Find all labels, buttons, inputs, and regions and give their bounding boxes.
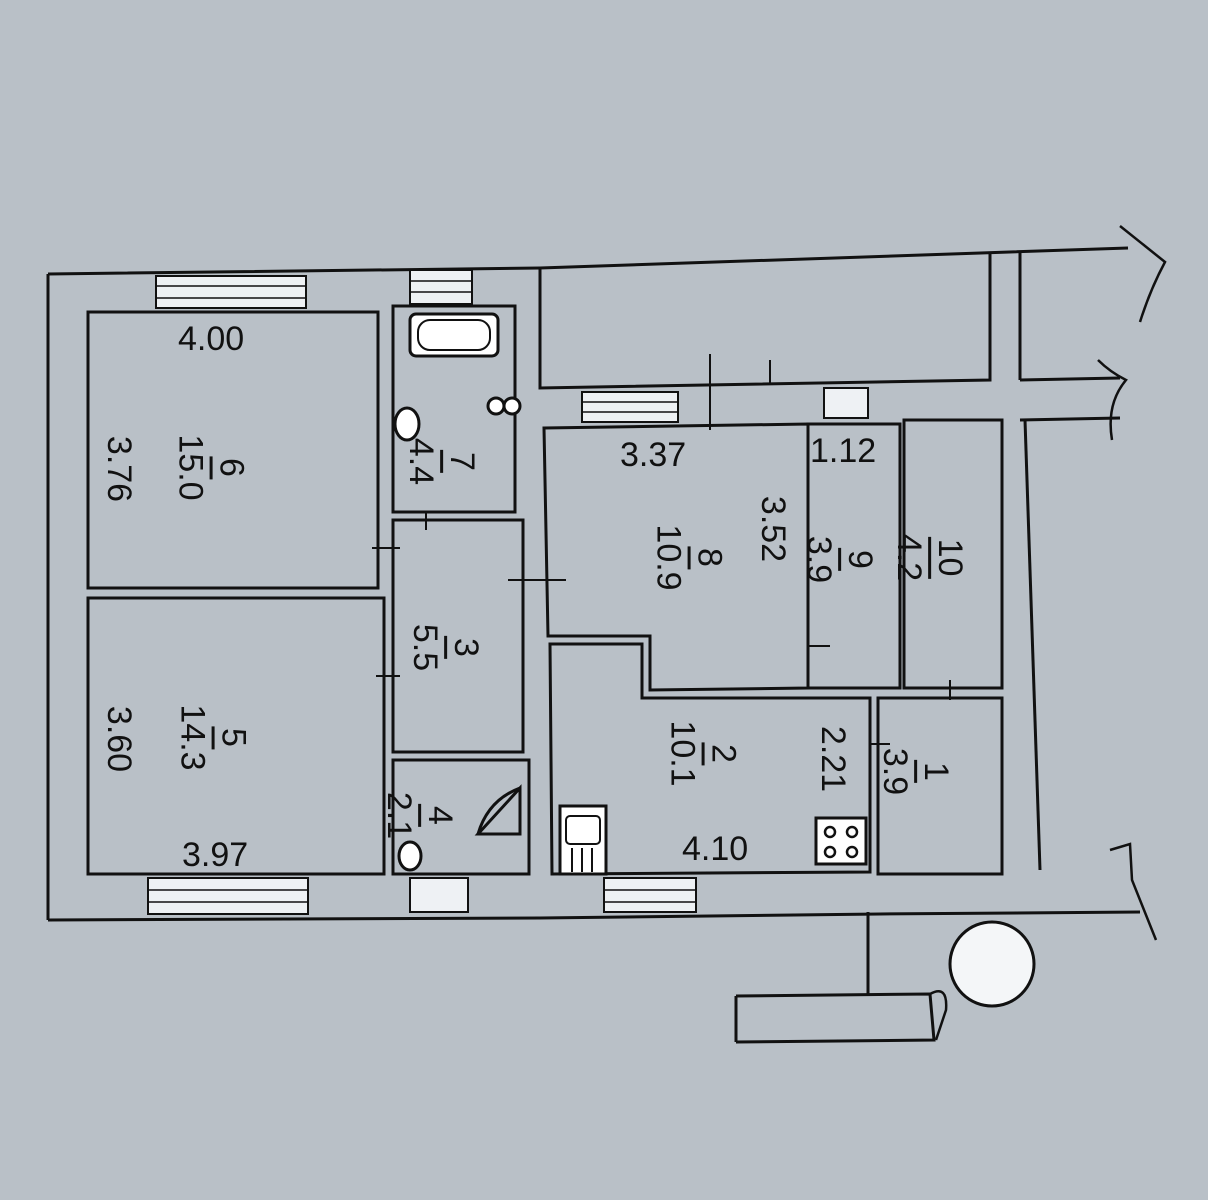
entrance-marker-icon bbox=[948, 920, 1036, 1008]
toilet-icon bbox=[486, 396, 522, 416]
room-3-label: 3 5.5 bbox=[406, 623, 485, 672]
bathtub-icon bbox=[408, 312, 500, 358]
balcony-outline bbox=[538, 254, 992, 390]
room-8-length: 3.52 bbox=[754, 495, 793, 563]
washbasin-icon bbox=[393, 406, 421, 442]
room-5-width: 3.97 bbox=[182, 836, 249, 874]
room-5-area: 14.3 bbox=[173, 704, 212, 771]
room-6-area: 15.0 bbox=[171, 434, 210, 501]
room-10-area: 4.2 bbox=[890, 533, 929, 582]
room-7-number: 7 bbox=[440, 450, 481, 473]
room-3-number: 3 bbox=[444, 636, 485, 659]
room-9-number: 9 bbox=[838, 548, 879, 571]
room-9-outline bbox=[806, 422, 902, 690]
room-7-label: 7 4.4 bbox=[402, 437, 481, 486]
room-4-outline bbox=[391, 758, 531, 876]
small-basin-icon bbox=[397, 840, 423, 872]
room-6-width: 4.00 bbox=[178, 320, 245, 358]
room-9-width: 1.12 bbox=[810, 432, 877, 470]
outer-wall bbox=[47, 246, 1129, 276]
room-3-area: 5.5 bbox=[406, 623, 445, 672]
stove-icon bbox=[814, 816, 868, 866]
room-5-number: 5 bbox=[211, 726, 253, 749]
room-8-number: 8 bbox=[687, 546, 729, 569]
room-1-outline bbox=[876, 696, 1004, 876]
room-10-outline bbox=[902, 418, 1004, 690]
window-room-2 bbox=[603, 877, 697, 913]
window-room-5 bbox=[147, 877, 309, 915]
room-4-area: 2.1 bbox=[380, 791, 419, 840]
room-1-area: 3.9 bbox=[876, 747, 915, 796]
room-4-label: 4 2.1 bbox=[380, 791, 459, 840]
window-room-6 bbox=[155, 275, 307, 309]
room-9-label: 9 3.9 bbox=[800, 535, 879, 584]
room-2-label: 2 10.1 bbox=[663, 720, 743, 787]
room-6-label: 6 15.0 bbox=[171, 434, 251, 501]
room-2-width: 4.10 bbox=[682, 830, 749, 868]
room-2-length: 2.21 bbox=[814, 725, 853, 793]
room-3-outline bbox=[391, 518, 525, 754]
window-room-4 bbox=[409, 877, 469, 913]
room-5-label: 5 14.3 bbox=[173, 704, 253, 771]
room-4-number: 4 bbox=[418, 804, 459, 827]
sink-icon bbox=[558, 804, 608, 876]
window-room-7 bbox=[409, 269, 473, 305]
room-9-area: 3.9 bbox=[800, 535, 839, 584]
room-7-area: 4.4 bbox=[402, 437, 441, 486]
room-2-outline bbox=[548, 642, 872, 876]
room-5-outline bbox=[86, 596, 386, 876]
room-5-length: 3.60 bbox=[100, 705, 139, 773]
outer-wall-bottom bbox=[47, 910, 1141, 922]
room-8-label: 8 10.9 bbox=[649, 524, 729, 591]
window-room-9 bbox=[823, 387, 869, 419]
room-2-area: 10.1 bbox=[663, 720, 702, 787]
room-8-area: 10.9 bbox=[649, 524, 688, 591]
room-8-width: 3.37 bbox=[620, 436, 687, 474]
room-6-number: 6 bbox=[209, 456, 251, 479]
room-10-number: 10 bbox=[928, 536, 969, 579]
room-1-label: 1 3.9 bbox=[876, 747, 955, 796]
room-10-label: 10 4.2 bbox=[890, 533, 969, 582]
room-1-number: 1 bbox=[914, 760, 955, 783]
shower-icon bbox=[474, 784, 522, 836]
room-6-outline bbox=[86, 310, 380, 590]
room-6-length: 3.76 bbox=[100, 435, 139, 503]
window-room-8 bbox=[581, 391, 679, 423]
room-2-number: 2 bbox=[701, 742, 743, 765]
